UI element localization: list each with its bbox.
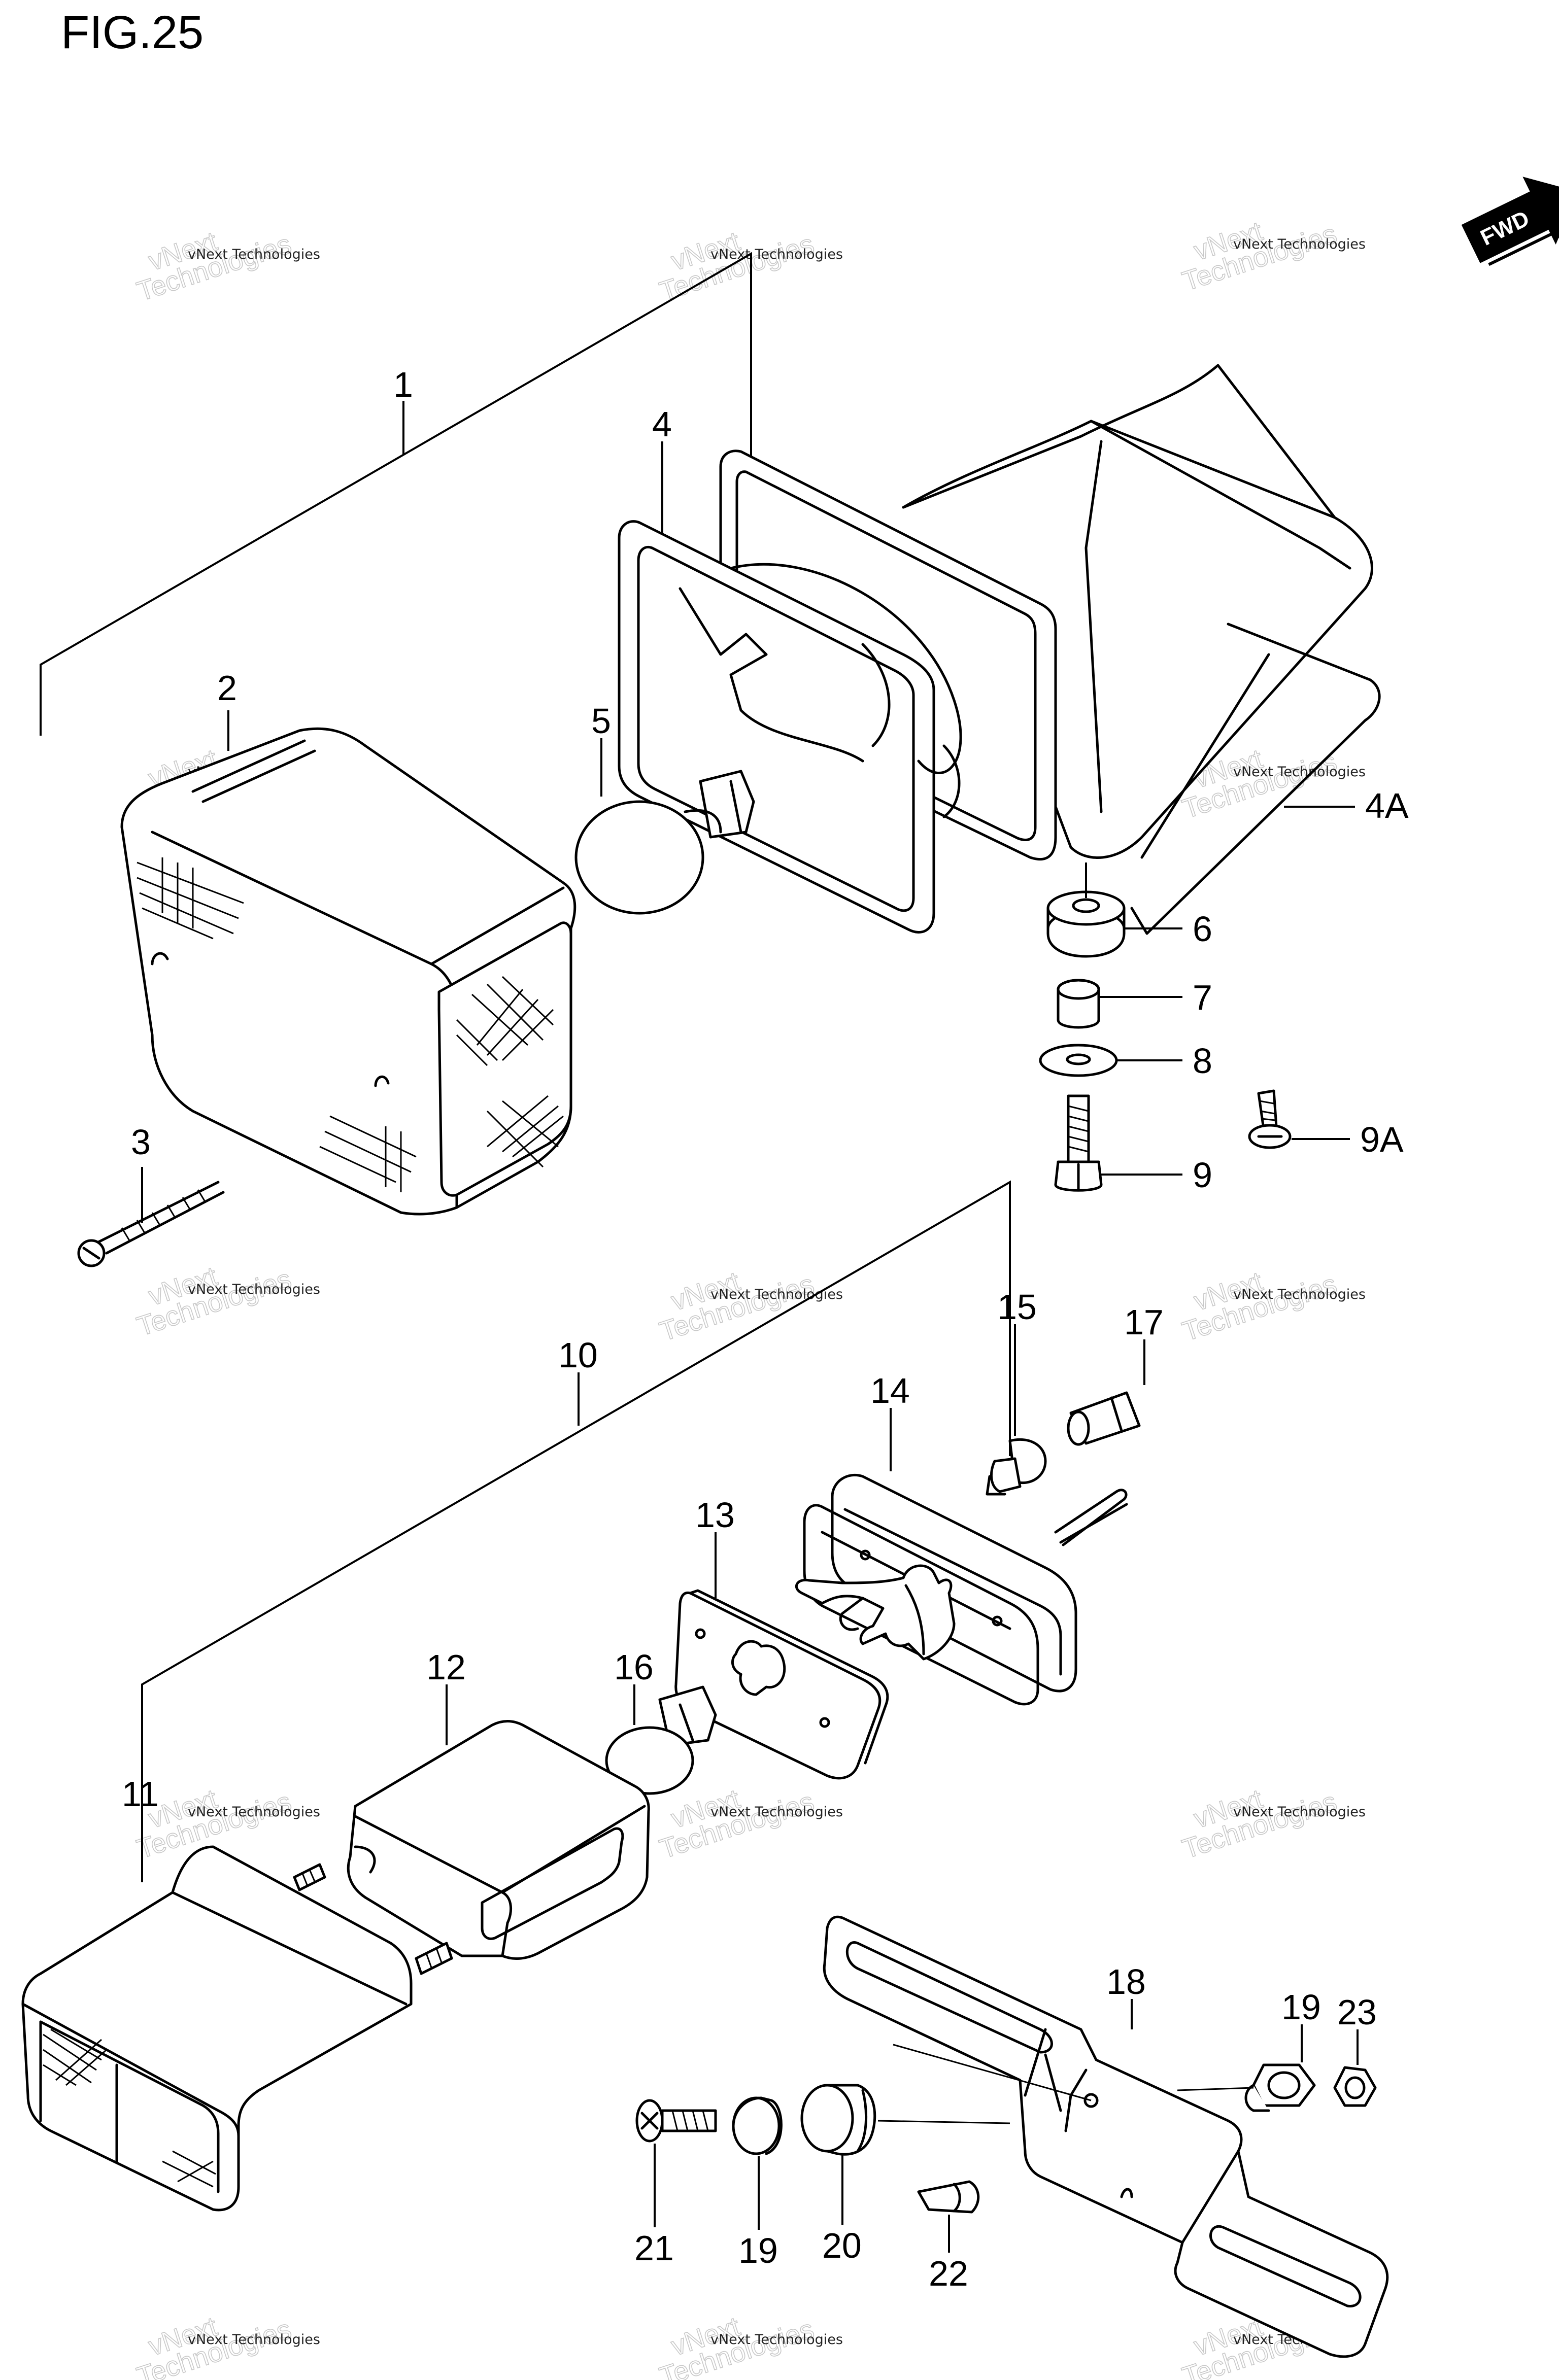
washer-part-8 — [1039, 1044, 1118, 1077]
callout-17: 17 — [1124, 1302, 1164, 1342]
svg-text:vNext Technologies: vNext Technologies — [1233, 764, 1366, 780]
callout-15: 15 — [997, 1287, 1037, 1327]
svg-text:vNext Technologies: vNext Technologies — [710, 1287, 843, 1302]
svg-text:vNext Technologies: vNext Technologies — [1233, 1804, 1366, 1820]
svg-text:vNext Technologies: vNext Technologies — [1233, 236, 1366, 252]
callout-1: 1 — [393, 365, 413, 404]
gasket-part-13 — [674, 1589, 889, 1780]
grommet-part-6 — [1046, 890, 1126, 958]
bulb-part-16 — [605, 1685, 717, 1795]
svg-text:vNext Technologies: vNext Technologies — [710, 1804, 843, 1820]
callout-20: 20 — [822, 2226, 862, 2265]
callout-labels: 1 2 3 4 4A 5 6 7 8 9 9A 10 11 12 13 14 1… — [122, 365, 1409, 2293]
callout-6: 6 — [1193, 909, 1212, 949]
callout-3: 3 — [131, 1122, 151, 1162]
svg-text:vNext Technologies: vNext Technologies — [1233, 1287, 1366, 1302]
callout-2: 2 — [217, 668, 237, 708]
callout-16: 16 — [614, 1647, 654, 1687]
group-bracket-1 — [40, 252, 752, 736]
svg-text:vNext Technologies: vNext Technologies — [710, 2332, 843, 2348]
bracket-part-18 — [823, 1915, 1389, 2358]
svg-text:vNext Technologies: vNext Technologies — [188, 247, 320, 262]
callout-9: 9 — [1193, 1155, 1212, 1195]
callout-12: 12 — [426, 1647, 466, 1687]
callout-11: 11 — [122, 1774, 159, 1814]
callout-4: 4 — [652, 404, 672, 444]
bushing-part-20 — [800, 2084, 876, 2156]
svg-text:vNext Technologies: vNext Technologies — [710, 247, 843, 262]
collar-part-7 — [1057, 979, 1100, 1029]
nut-part-23 — [1333, 2066, 1377, 2107]
callout-19-right: 19 — [1281, 1987, 1321, 2027]
washer-part-19-left — [732, 2096, 783, 2155]
bolt-part-9 — [1054, 1094, 1103, 1192]
grommet-part-15 — [986, 1438, 1047, 1496]
screw-part-9a — [1248, 1089, 1292, 1149]
callout-22: 22 — [929, 2254, 968, 2293]
callout-13: 13 — [695, 1495, 735, 1535]
bolt-part-21 — [635, 2099, 717, 2143]
bulb-part-5 — [574, 770, 755, 915]
callout-19-left: 19 — [738, 2231, 778, 2270]
tail-lamp-housing-part-14 — [795, 1473, 1128, 1706]
fwd-arrow-icon: FWD — [1461, 177, 1559, 266]
group-bracket-10 — [141, 1180, 1011, 1882]
svg-text:vNext Technologies: vNext Technologies — [188, 1804, 320, 1820]
callout-4a: 4A — [1365, 786, 1409, 825]
screw-part-3 — [77, 1181, 225, 1267]
reflector-part-4 — [618, 520, 962, 934]
bushing-part-17 — [1067, 1391, 1141, 1446]
nut-part-19-right — [1244, 2063, 1316, 2112]
lens-cover-part-12 — [347, 1720, 650, 1960]
tail-lamp-body-part-11 — [21, 1845, 453, 2212]
figure-title: FIG.25 — [61, 7, 204, 58]
callout-23: 23 — [1337, 1992, 1377, 2032]
callout-9a: 9A — [1360, 1120, 1404, 1159]
axis-line-right — [1177, 2087, 1254, 2091]
callout-10: 10 — [558, 1335, 598, 1375]
cushion-part-22 — [917, 2180, 980, 2214]
callout-14: 14 — [870, 1371, 910, 1410]
svg-text:vNext Technologies: vNext Technologies — [188, 1282, 320, 1297]
lamp-housing-part-4a — [902, 364, 1381, 935]
callout-7: 7 — [1193, 978, 1212, 1017]
callout-8: 8 — [1193, 1041, 1212, 1081]
axis-line-left — [877, 2120, 1010, 2124]
axis-line — [893, 2044, 1092, 2101]
callout-5: 5 — [591, 701, 611, 741]
callout-18: 18 — [1106, 1962, 1146, 2002]
lens-part-2 — [120, 727, 577, 1216]
svg-text:vNext Technologies: vNext Technologies — [188, 2332, 320, 2348]
callout-21: 21 — [634, 2228, 674, 2268]
